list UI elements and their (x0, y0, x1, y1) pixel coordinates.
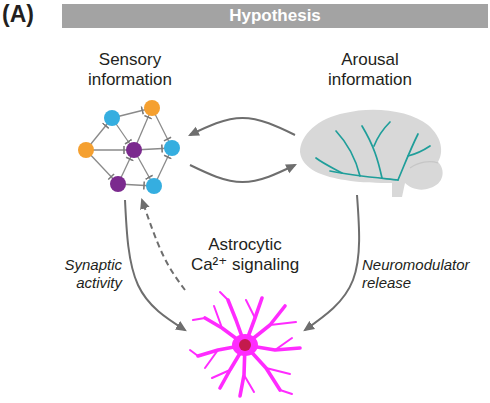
astrocyte-branch (275, 338, 292, 350)
neuron-dot (104, 110, 120, 126)
neuron-dot (144, 100, 160, 116)
astrocyte-branch (280, 390, 292, 394)
neural-network (86, 108, 172, 186)
astrocyte-branch (193, 318, 205, 320)
neuron-dot (146, 178, 162, 194)
flow-arrow (125, 200, 185, 330)
neuron-dot (110, 176, 126, 192)
brain-node: Arousal information (295, 50, 445, 195)
flow-arrow (190, 118, 295, 135)
brain-illustration (300, 110, 443, 197)
feedback-arrow (142, 200, 185, 290)
fiber (336, 131, 360, 176)
node-heading: Arousal information (315, 50, 425, 89)
fiber (316, 158, 342, 173)
astrocyte-branch (212, 370, 230, 378)
astrocyte-branch (205, 350, 218, 368)
flow-arrow (305, 195, 359, 330)
astrocyte-branch (190, 350, 198, 356)
node-heading: Astrocytic Ca²⁺ signaling (189, 235, 301, 274)
fiber (362, 126, 382, 178)
astrocyte-branch (246, 300, 255, 318)
neuron-dot (164, 140, 180, 156)
brain-fold (410, 162, 438, 168)
neuron-dot (126, 142, 142, 158)
neuron-cells (78, 100, 180, 194)
fiber (408, 146, 430, 156)
astrocyte-branch (270, 322, 296, 325)
panel-title: Hypothesis (62, 4, 488, 28)
network-node: Sensory information (70, 50, 190, 200)
node-heading: Sensory information (75, 50, 185, 89)
astrocyte-branch (244, 375, 254, 392)
neuromodulatory-fibers (316, 122, 430, 180)
brain-shape (300, 110, 443, 197)
edge-label: Synaptic activity (42, 256, 122, 292)
astrocyte-nucleus (239, 339, 251, 351)
edge-label: Neuromodulator release (362, 256, 472, 292)
astrocyte-illustration (190, 292, 300, 396)
panel-letter: (A) (2, 1, 34, 28)
fiber (374, 122, 390, 146)
flow-arrow (190, 165, 295, 182)
fiber (398, 134, 418, 180)
neuron-dot (78, 142, 94, 158)
astrocyte-branch (214, 306, 222, 328)
astrocyte-branch (220, 292, 228, 300)
astrocyte-node: Astrocytic Ca²⁺ signaling (185, 235, 305, 398)
astrocyte-soma (232, 334, 258, 356)
astrocyte-branch (266, 368, 290, 374)
